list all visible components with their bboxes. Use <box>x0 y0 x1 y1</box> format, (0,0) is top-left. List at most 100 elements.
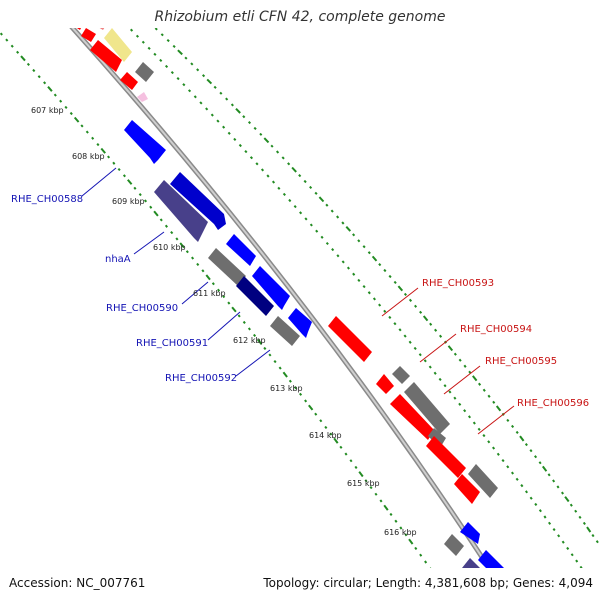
tick-mark <box>133 186 137 190</box>
tick-mark <box>263 137 270 144</box>
gene-arrow[interactable] <box>135 62 154 82</box>
tick-mark <box>367 291 371 295</box>
tick-mark <box>511 424 515 429</box>
tick-mark <box>329 432 333 436</box>
tick-mark <box>213 85 217 89</box>
position-marker: 614 kbp <box>309 431 342 440</box>
gene-label[interactable]: RHE_CH00592 <box>165 373 237 384</box>
tick-mark <box>308 404 314 411</box>
gene-arrow[interactable] <box>478 550 512 586</box>
tick-mark <box>47 86 53 92</box>
tick-mark <box>472 421 476 425</box>
tick-mark <box>73 116 80 123</box>
tick-mark <box>242 320 246 324</box>
tick-mark <box>478 382 482 386</box>
gene-rhe-ch00595[interactable] <box>404 382 450 434</box>
gene-label[interactable]: RHE_CH00595 <box>485 356 557 367</box>
tick-mark <box>369 485 373 490</box>
gene-rhe-ch00590[interactable] <box>208 248 246 286</box>
tick-mark <box>249 156 254 160</box>
tick-mark <box>275 150 280 154</box>
tick-mark <box>282 371 288 378</box>
gene-arrow[interactable] <box>252 266 290 310</box>
position-marker: 610 kbp <box>153 243 186 252</box>
gene-arrow[interactable] <box>288 308 312 338</box>
gene-arrow[interactable] <box>93 16 108 30</box>
gene-label[interactable]: RHE_CH00590 <box>106 303 178 314</box>
gene-arrow[interactable] <box>468 464 498 498</box>
tick-mark <box>222 294 226 299</box>
gene-rhe-ch00596[interactable] <box>426 436 466 478</box>
gene-arrow[interactable] <box>90 40 122 72</box>
tick-mark <box>458 358 462 362</box>
gene-arrow[interactable] <box>154 180 208 242</box>
tick-mark <box>450 595 451 597</box>
tick-mark <box>358 471 364 478</box>
tick-mark <box>238 143 242 148</box>
tick-mark <box>191 256 195 260</box>
tick-mark <box>164 64 169 69</box>
gene-label[interactable]: RHE_CH00593 <box>422 278 494 289</box>
tick-mark <box>235 108 241 114</box>
gene-arrow[interactable] <box>454 474 480 504</box>
tick-mark <box>175 237 179 241</box>
gene-arrow[interactable] <box>444 534 464 556</box>
tick-mark <box>196 68 200 72</box>
tick-mark <box>270 144 274 148</box>
gene-rhe-ch00591[interactable] <box>236 276 274 316</box>
gene-arrow[interactable] <box>137 92 148 102</box>
gene-arrow[interactable] <box>428 428 446 448</box>
gene-arrow[interactable] <box>390 394 434 440</box>
tick-mark <box>341 221 345 225</box>
gene-rhe-ch00593[interactable] <box>328 316 372 362</box>
gene-features <box>58 8 512 586</box>
gene-arrow[interactable] <box>104 28 132 62</box>
tick-mark <box>184 56 188 60</box>
gene-label[interactable]: RHE_CH00594 <box>460 324 532 335</box>
position-marker: 615 kbp <box>347 479 380 488</box>
tick-mark <box>352 272 356 276</box>
tick-mark <box>278 366 282 370</box>
gene-arrow[interactable] <box>58 8 84 30</box>
tick-mark <box>227 131 231 135</box>
gene-rhe-ch00594[interactable] <box>392 366 410 384</box>
tick-mark <box>53 93 57 97</box>
gene-arrow[interactable] <box>226 234 256 266</box>
gene-arrow[interactable] <box>81 28 96 42</box>
tick-mark <box>496 452 500 456</box>
tick-mark <box>482 388 486 392</box>
tick-mark <box>556 485 560 489</box>
tick-mark <box>217 288 221 292</box>
gene-arrow[interactable] <box>462 558 488 586</box>
tick-mark <box>201 74 206 78</box>
gene-label[interactable]: RHE_CH00588 <box>11 194 83 205</box>
gene-rhe-ch00592[interactable] <box>270 316 300 346</box>
tick-mark <box>371 255 378 262</box>
gene-label[interactable]: RHE_CH00591 <box>136 338 208 349</box>
gene-rhe-ch00588[interactable] <box>124 120 166 164</box>
tick-mark <box>388 274 392 279</box>
tick-mark <box>187 89 192 93</box>
gene-arrow[interactable] <box>460 522 480 544</box>
tick-mark <box>324 425 328 430</box>
tick-mark <box>364 479 368 483</box>
gene-label[interactable]: RHE_CH00596 <box>517 398 589 409</box>
tick-mark <box>374 492 378 496</box>
tick-mark <box>423 359 427 363</box>
tick-mark <box>538 509 542 513</box>
tick-mark <box>566 546 570 550</box>
tick-mark <box>389 512 393 516</box>
tick-mark <box>487 394 491 398</box>
gene-label[interactable]: nhaA <box>105 254 131 265</box>
gene-arrow[interactable] <box>120 72 138 90</box>
tick-mark <box>443 384 447 388</box>
tick-mark <box>282 192 286 196</box>
tick-mark <box>557 534 561 538</box>
tick-mark <box>447 345 454 352</box>
tick-mark <box>237 314 241 318</box>
tick-mark <box>357 278 361 282</box>
position-marker: 613 kbp <box>270 384 303 393</box>
tick-mark <box>570 553 574 557</box>
gene-nhaa[interactable] <box>170 172 226 230</box>
gene-arrow[interactable] <box>376 374 394 394</box>
